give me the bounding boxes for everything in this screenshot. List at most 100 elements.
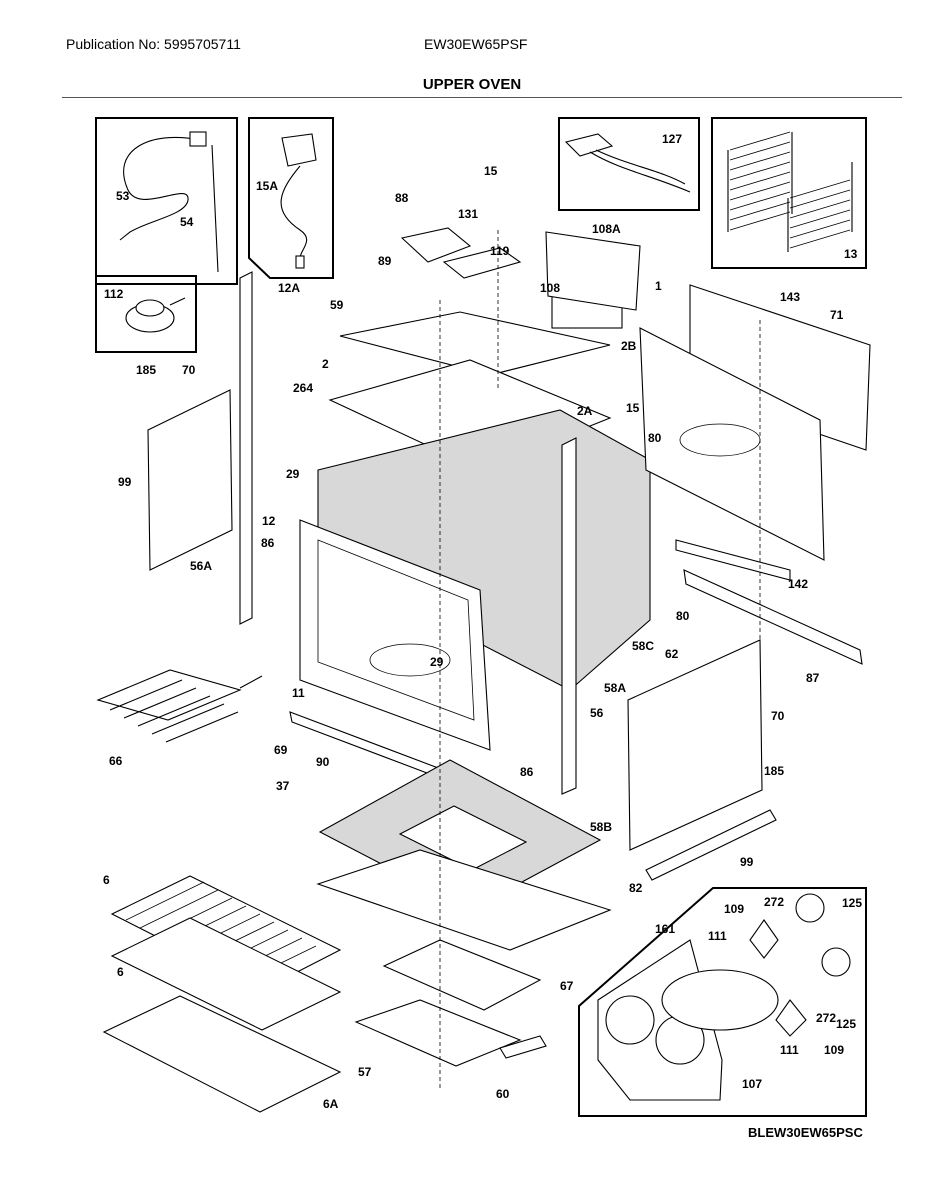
part-label: 6 — [117, 965, 124, 979]
part-label: 58C — [632, 639, 654, 653]
part-label: 69 — [274, 743, 288, 757]
part-label: 58B — [590, 820, 612, 834]
inset-box-racks — [711, 117, 867, 269]
part-label: 185 — [136, 363, 156, 377]
part-label: 99 — [118, 475, 132, 489]
part-label: 272 — [764, 895, 784, 909]
part-label: 87 — [806, 671, 820, 685]
side-trim-56a — [239, 271, 253, 625]
part-label: 142 — [788, 577, 808, 591]
part-label: 59 — [330, 298, 344, 312]
inset-box-harness — [558, 117, 700, 211]
channel-131 — [442, 247, 522, 279]
side-trim-56 — [561, 437, 577, 795]
part-label: 111 — [780, 1043, 799, 1057]
channel-99-right — [645, 809, 777, 881]
channel-142 — [675, 539, 791, 581]
part-label: 29 — [286, 467, 300, 481]
oven-racks-drawing — [727, 131, 853, 252]
duct-108a — [545, 231, 641, 311]
meat-probe-drawing — [119, 131, 219, 273]
part-label: 29 — [430, 655, 444, 669]
part-label: 109 — [824, 1043, 844, 1057]
part-label: 127 — [662, 132, 682, 146]
publication-number: Publication No: 5995705711 — [66, 36, 241, 52]
part-label: 80 — [648, 431, 662, 445]
motor-125-upper — [795, 893, 825, 923]
fan-blade-109-lower — [775, 999, 807, 1037]
part-label: 108 — [540, 281, 560, 295]
fan-blade-109-upper — [749, 919, 779, 959]
glide-rack-6a — [102, 995, 342, 1113]
part-label: 58A — [604, 681, 626, 695]
part-label: 88 — [395, 191, 409, 205]
bake-element-66 — [96, 669, 242, 743]
part-label: 70 — [771, 709, 785, 723]
part-label: 12A — [278, 281, 300, 295]
part-label: 119 — [490, 244, 510, 258]
gasket-161 — [661, 969, 779, 1031]
bracket-60 — [499, 1035, 547, 1059]
part-label: 60 — [496, 1087, 510, 1101]
header-rule — [62, 97, 902, 98]
part-label: 185 — [764, 764, 784, 778]
part-label: 15 — [484, 164, 498, 178]
part-label: 62 — [665, 647, 679, 661]
part-label: 161 — [655, 922, 675, 936]
part-label: 70 — [182, 363, 196, 377]
part-label: 111 — [708, 929, 727, 943]
model-number: EW30EW65PSF — [424, 36, 528, 52]
part-label: 6A — [323, 1097, 339, 1111]
part-label: 6 — [103, 873, 110, 887]
part-label: 86 — [520, 765, 534, 779]
part-label: 67 — [560, 979, 574, 993]
part-label: 80 — [676, 609, 690, 623]
inset-box-probe — [95, 117, 238, 285]
part-label: 12 — [262, 514, 276, 528]
inset-box-fan — [578, 887, 867, 1117]
part-label: 125 — [842, 896, 862, 910]
part-label: 53 — [116, 189, 130, 203]
part-label: 82 — [629, 881, 643, 895]
part-label: 125 — [836, 1017, 856, 1031]
part-label: 2A — [577, 404, 593, 418]
part-label: 66 — [109, 754, 123, 768]
bottom-tray-82 — [316, 849, 612, 951]
part-label: 109 — [724, 902, 744, 916]
oven-rack-6-bottom — [110, 917, 342, 1031]
inset-box-wiring — [248, 117, 334, 279]
wire-harness-drawing — [564, 133, 691, 193]
part-label: 2 — [322, 357, 329, 371]
part-label: 71 — [830, 308, 844, 322]
part-label: 56 — [590, 706, 604, 720]
diagram-code: BLEW30EW65PSC — [748, 1125, 863, 1140]
thermostat-drawing — [125, 297, 186, 333]
bracket-88 — [400, 227, 472, 263]
part-label: 13 — [844, 247, 858, 261]
part-label: 15A — [256, 179, 278, 193]
part-label: 108A — [592, 222, 621, 236]
broil-element-67 — [382, 939, 542, 1011]
part-label: 264 — [293, 381, 313, 395]
side-panel-70-right — [627, 639, 763, 851]
part-label: 107 — [742, 1077, 762, 1091]
rear-panel-1 — [639, 327, 825, 561]
part-label: 11 — [292, 686, 305, 700]
part-label: 1 — [655, 279, 662, 293]
part-label: 2B — [621, 339, 637, 353]
part-label: 37 — [276, 779, 290, 793]
part-label: 90 — [316, 755, 330, 769]
inset-box-thermostat — [95, 275, 197, 353]
part-label: 54 — [180, 215, 194, 229]
bottom-panel-57 — [354, 999, 522, 1067]
motor-125-lower — [821, 947, 851, 977]
diagram-title: UPPER OVEN — [422, 76, 522, 93]
part-label: 89 — [378, 254, 392, 268]
part-label: 272 — [816, 1011, 836, 1025]
part-label: 131 — [458, 207, 478, 221]
fan-grille-left — [605, 995, 655, 1045]
part-label: 112 — [104, 287, 124, 301]
part-label: 86 — [261, 536, 275, 550]
side-panel-70-left — [147, 389, 233, 571]
